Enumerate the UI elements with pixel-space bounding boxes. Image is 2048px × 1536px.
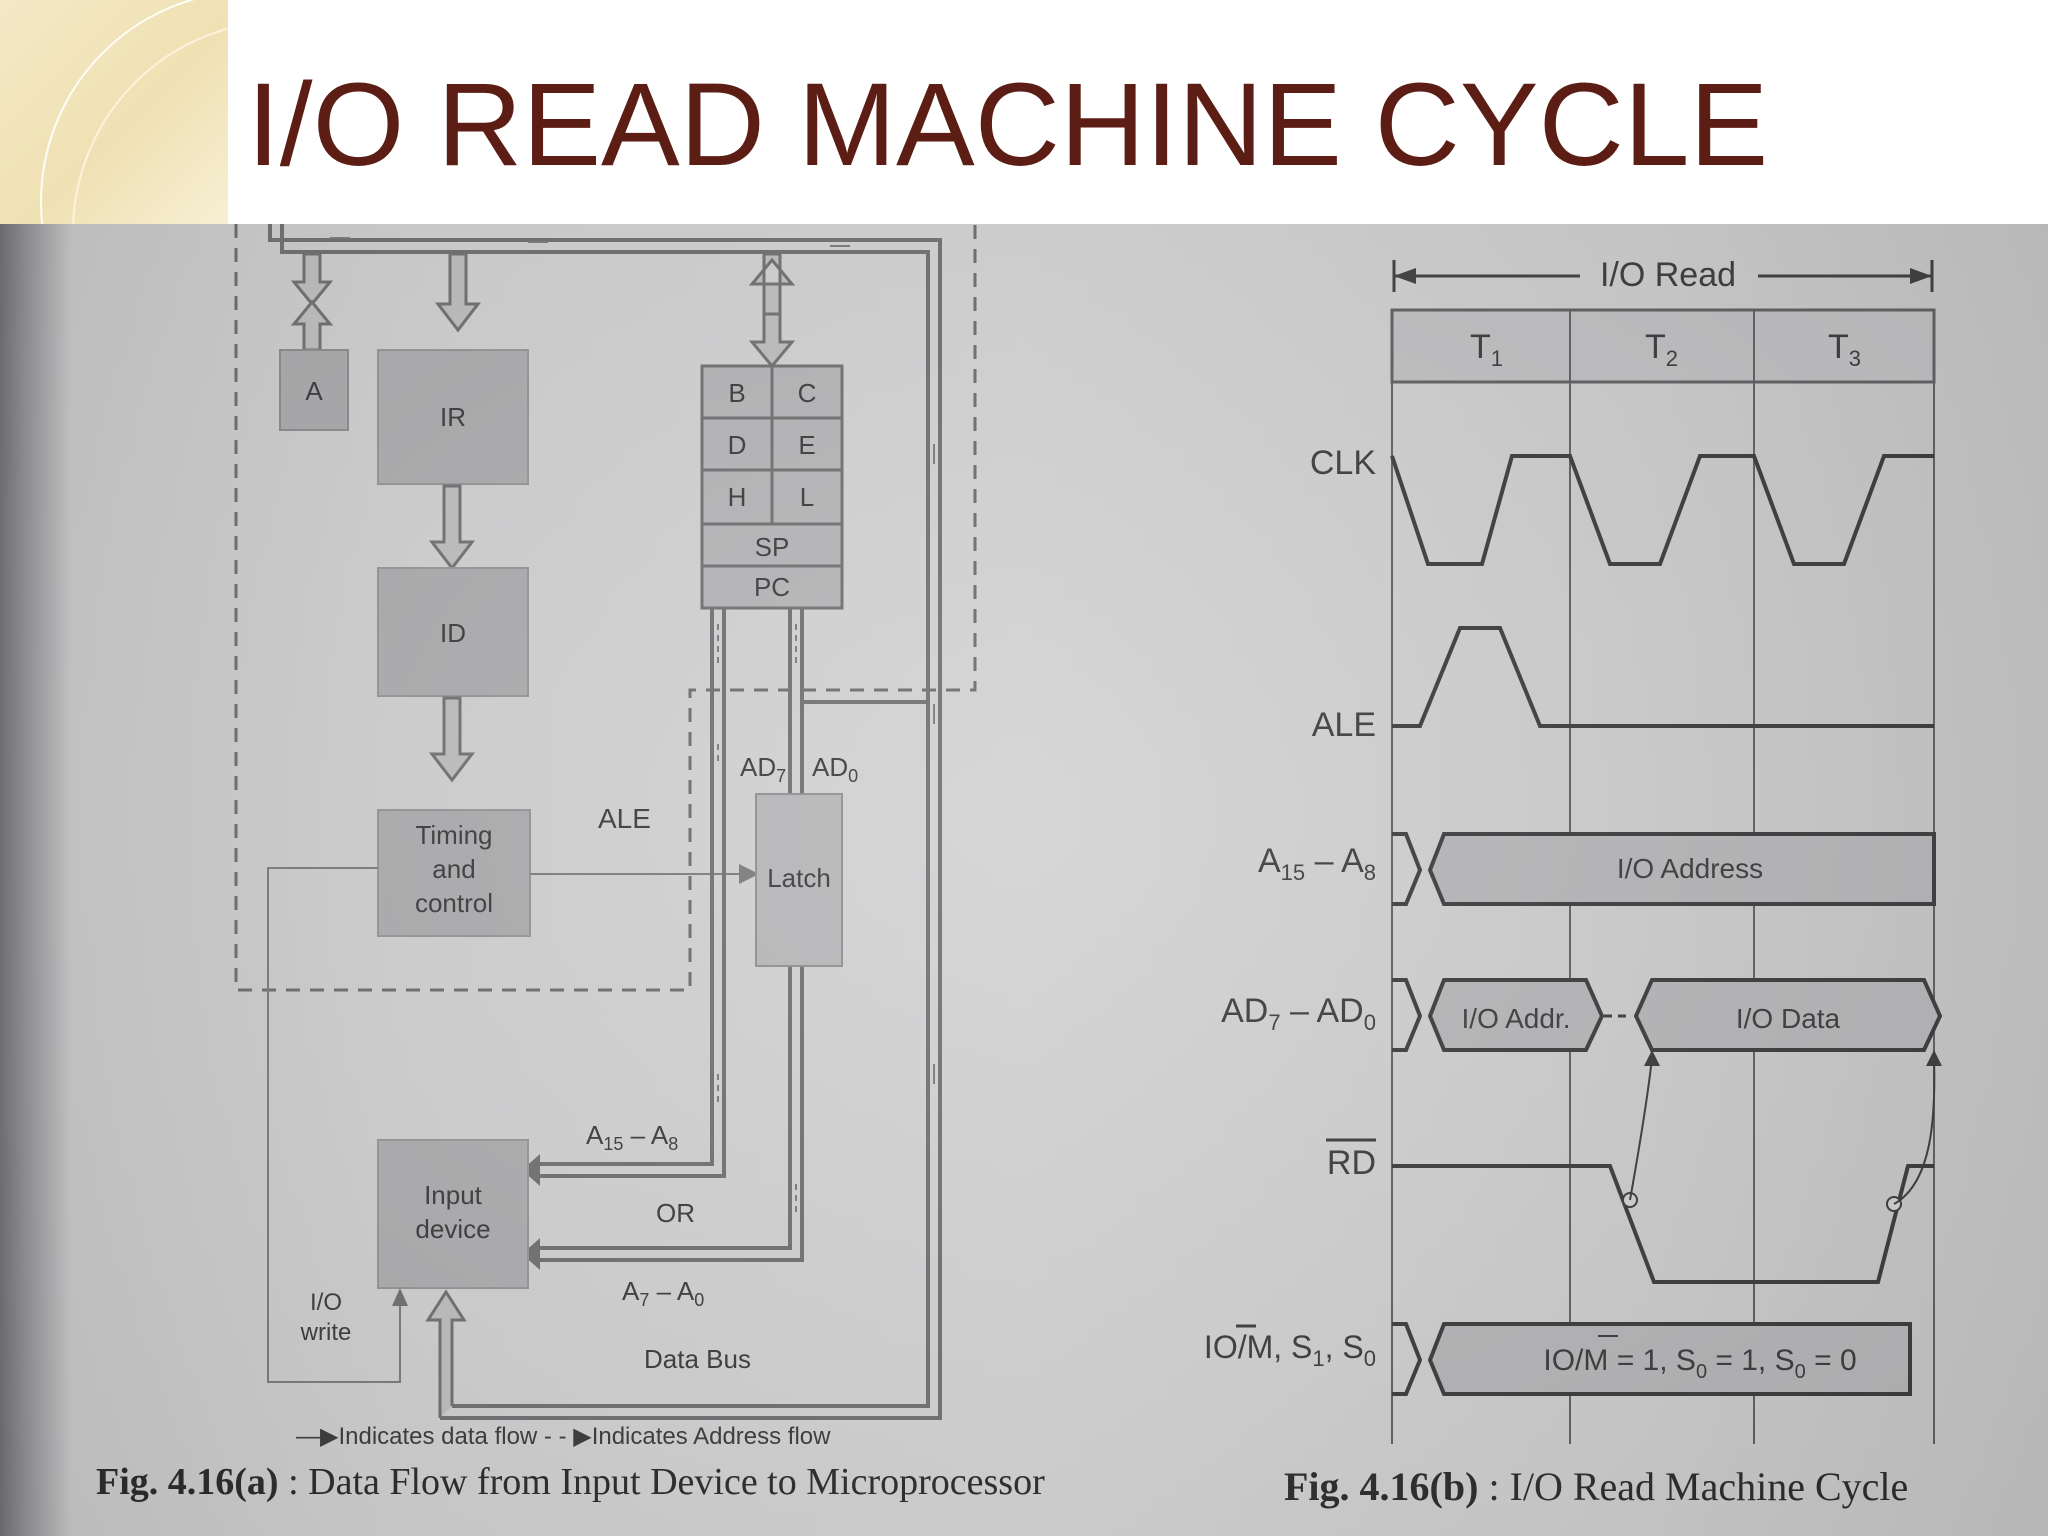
- register-file: B C D E H L SP PC: [700, 364, 844, 610]
- ad0-label: AD0: [812, 752, 858, 786]
- figure-a-data-flow: A IR ID Timing and control ALE: [96, 224, 1045, 1503]
- id-label: ID: [440, 618, 466, 648]
- rd-to-data-arrowhead: [1644, 1050, 1660, 1066]
- clk-waveform: [1390, 454, 1934, 566]
- input-device-label-2: device: [415, 1214, 490, 1244]
- corner-decoration: [0, 0, 228, 224]
- ad-bus-address: [1427, 978, 1605, 1052]
- bus-drops: [290, 252, 796, 369]
- ale-label: ALE: [1312, 706, 1376, 744]
- reg-c: C: [798, 378, 817, 408]
- io-read-arrow-right: [1910, 268, 1932, 284]
- instruction-decoder: [377, 567, 529, 697]
- ad-bus-left: [1392, 978, 1423, 1052]
- a15-a8-label: A15 – A8: [586, 1120, 678, 1154]
- status-bus-left: [1392, 1322, 1423, 1396]
- timing-label-2: and: [432, 854, 475, 884]
- io-write-arrowhead: [392, 1288, 408, 1306]
- register-a-label: A: [305, 376, 323, 406]
- ad7-ad0-signal-label: AD7 – AD0: [1221, 992, 1376, 1035]
- ir-to-id-arrow: [428, 484, 476, 571]
- timing-label-3: control: [415, 888, 493, 918]
- instruction-register: [377, 349, 529, 485]
- status-bus-valid: [1427, 1322, 1912, 1396]
- input-device: [377, 1139, 529, 1289]
- t1-label: T1: [1470, 328, 1503, 371]
- a7-a0-label: A7 – A0: [622, 1276, 704, 1310]
- t3-label: T3: [1828, 328, 1861, 371]
- a15-bus-left: [1392, 832, 1423, 906]
- io-addr-label: I/O Addr.: [1462, 1003, 1571, 1034]
- fig-a-caption: Fig. 4.16(a) : Data Flow from Input Devi…: [96, 1461, 1045, 1503]
- bus-arrows: [330, 237, 935, 1084]
- latch: [755, 793, 843, 967]
- ir-label: IR: [440, 402, 466, 432]
- dashed-addr-arrows: [717, 624, 797, 1214]
- data-bus-label: Data Bus: [644, 1344, 751, 1374]
- timing-label-1: Timing: [415, 820, 492, 850]
- io-data-label: I/O Data: [1736, 1003, 1841, 1034]
- legend-text: —▶Indicates data flow - - ▶Indicates Add…: [296, 1423, 831, 1450]
- internal-bus: [268, 224, 942, 1420]
- io-read-label: I/O Read: [1600, 256, 1736, 294]
- ale-text: ALE: [598, 803, 651, 834]
- reg-d: D: [728, 430, 747, 460]
- clk-label: CLK: [1310, 444, 1376, 482]
- io-read-arrow-left: [1394, 268, 1416, 284]
- figure-b-timing: I/O Read T1 T2 T3 CLK ALE A15 – A8 AD7 –…: [1204, 256, 1943, 1509]
- reg-b: B: [728, 378, 745, 408]
- iom-s1-s0-label: IO/M, S1, S0: [1204, 1329, 1376, 1371]
- rd-label: RD: [1327, 1144, 1376, 1182]
- reg-h: H: [728, 482, 747, 512]
- rd-to-data-end-arrowhead: [1926, 1050, 1942, 1066]
- ad-bus-data: [1633, 978, 1943, 1052]
- rd-waveform: [1392, 1164, 1934, 1284]
- a15-arrowhead: [522, 1154, 540, 1186]
- diagram-canvas: A IR ID Timing and control ALE: [96, 224, 1943, 1509]
- rd-to-data-end-arrow: [1893, 1057, 1936, 1205]
- a7-arrowhead: [522, 1238, 540, 1270]
- io-write-label-2: write: [300, 1319, 352, 1346]
- ad7-label: AD7: [740, 752, 786, 786]
- id-to-timing-arrow: [428, 696, 476, 783]
- reg-l: L: [800, 482, 814, 512]
- rd-to-data-arrow: [1629, 1057, 1653, 1201]
- a15-bus-valid: [1427, 832, 1936, 906]
- timing-and-control: [377, 809, 531, 937]
- cpu-boundary: [234, 224, 977, 992]
- reg-sp: SP: [755, 532, 790, 562]
- register-a: [279, 349, 349, 431]
- t-state-header: [1390, 308, 1936, 384]
- reg-e: E: [798, 430, 815, 460]
- io-write-line: [267, 867, 401, 1383]
- textbook-photo: A IR ID Timing and control ALE: [0, 224, 2048, 1536]
- reg-pc: PC: [754, 572, 790, 602]
- t2-label: T2: [1645, 328, 1678, 371]
- address-bus-lines: [540, 608, 928, 1262]
- status-values: IO/M = 1, S0 = 1, S0 = 0: [1543, 1344, 1856, 1383]
- data-bus-arrow: [425, 1289, 467, 1418]
- latch-label: Latch: [767, 863, 831, 893]
- a15-a8-signal-label: A15 – A8: [1258, 842, 1376, 885]
- io-write-label-1: I/O: [310, 1289, 342, 1316]
- slide-title: I/O READ MACHINE CYCLE: [247, 59, 1769, 191]
- or-label: OR: [656, 1198, 695, 1228]
- io-address-label: I/O Address: [1617, 853, 1763, 884]
- fig-b-caption: Fig. 4.16(b) : I/O Read Machine Cycle: [1284, 1464, 1908, 1509]
- ale-waveform: [1392, 626, 1934, 728]
- input-device-label-1: Input: [424, 1180, 483, 1210]
